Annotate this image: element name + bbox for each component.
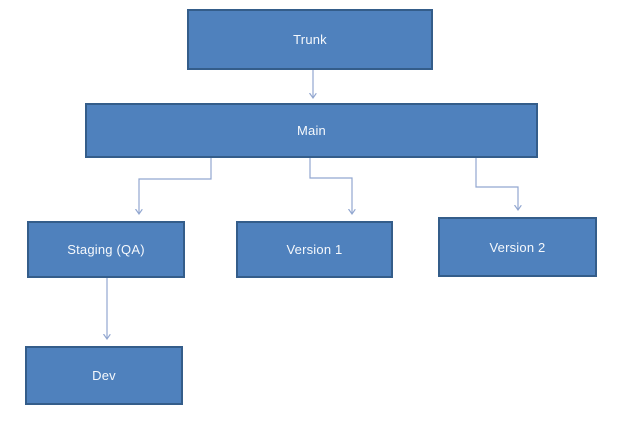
node-staging-qa-label: Staging (QA)	[67, 242, 145, 257]
node-trunk-label: Trunk	[293, 32, 327, 47]
edge-main-version1	[309, 158, 352, 214]
node-version-2-label: Version 2	[489, 239, 546, 255]
node-version-2[interactable]: Version 2	[438, 217, 597, 277]
node-trunk[interactable]: Trunk	[187, 9, 433, 70]
edge-main-staging	[139, 158, 212, 214]
node-version-1[interactable]: Version 1	[236, 221, 393, 278]
node-dev[interactable]: Dev	[25, 346, 183, 405]
node-staging-qa[interactable]: Staging (QA)	[27, 221, 185, 278]
node-version-1-label: Version 1	[286, 242, 343, 257]
node-main-label: Main	[297, 123, 326, 138]
edge-main-version2	[475, 158, 518, 210]
node-main[interactable]: Main	[85, 103, 538, 158]
node-dev-label: Dev	[92, 368, 116, 383]
